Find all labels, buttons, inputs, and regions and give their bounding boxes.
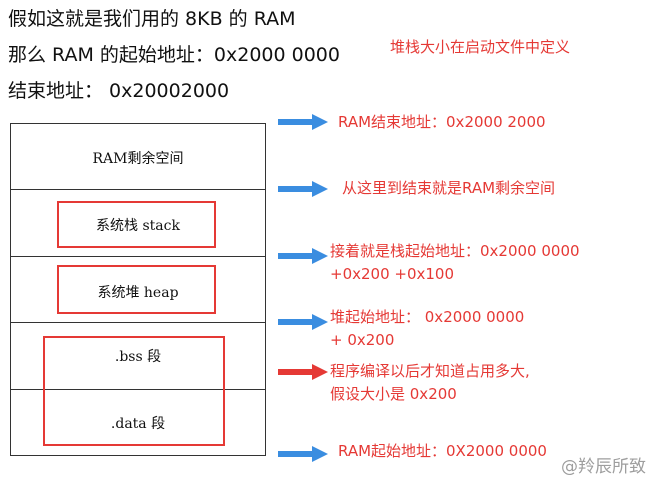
stack-highlight-box xyxy=(57,201,216,248)
ram-start-address-line: 那么 RAM 的起始地址：0x2000 0000 xyxy=(8,44,340,66)
segment-data: .data 段 xyxy=(110,416,166,432)
ram-end-address-line: 结束地址： 0x20002000 xyxy=(8,80,230,102)
heap-start-offset: + 0x200 xyxy=(330,331,395,349)
ram-end-annotation: RAM结束地址：0x2000 2000 xyxy=(338,113,546,131)
assumed-size-annotation: 假设大小是 0x200 xyxy=(330,385,457,403)
compile-size-annotation: 程序编译以后才知道占用多大, xyxy=(330,362,530,380)
segment-bss: .bss 段 xyxy=(114,349,162,365)
right-arrow-icon xyxy=(278,248,328,264)
segment-ram-remaining: RAM剩余空间 xyxy=(92,151,184,167)
memory-map: RAM剩余空间 系统栈 stack 系统堆 heap .bss 段 .data … xyxy=(10,123,266,456)
right-arrow-icon xyxy=(278,181,328,197)
right-arrow-icon xyxy=(278,114,328,130)
segment-divider xyxy=(11,256,265,257)
segment-divider xyxy=(11,322,265,323)
red-right-arrow-icon xyxy=(278,364,328,380)
stack-start-annotation: 接着就是栈起始地址：0x2000 0000 xyxy=(330,242,580,260)
segment-divider xyxy=(11,389,265,390)
segment-divider xyxy=(11,189,265,190)
right-arrow-icon xyxy=(278,446,328,462)
watermark: @羚辰所致 xyxy=(561,457,646,477)
ram-start-annotation: RAM起始地址：0X2000 0000 xyxy=(338,442,547,460)
intro-line: 假如这就是我们用的 8KB 的 RAM xyxy=(8,8,296,30)
stack-size-note: 堆栈大小在启动文件中定义 xyxy=(390,38,571,56)
heap-start-annotation: 堆起始地址： 0x2000 0000 xyxy=(330,308,525,326)
remaining-space-annotation: 从这里到结束就是RAM剩余空间 xyxy=(342,179,556,197)
right-arrow-icon xyxy=(278,314,328,330)
bss-data-highlight-box xyxy=(43,336,225,446)
segment-heap: 系统堆 heap xyxy=(97,285,179,301)
stack-start-offset: +0x200 +0x100 xyxy=(330,265,455,283)
heap-highlight-box xyxy=(57,265,216,314)
segment-stack: 系统栈 stack xyxy=(96,218,180,234)
